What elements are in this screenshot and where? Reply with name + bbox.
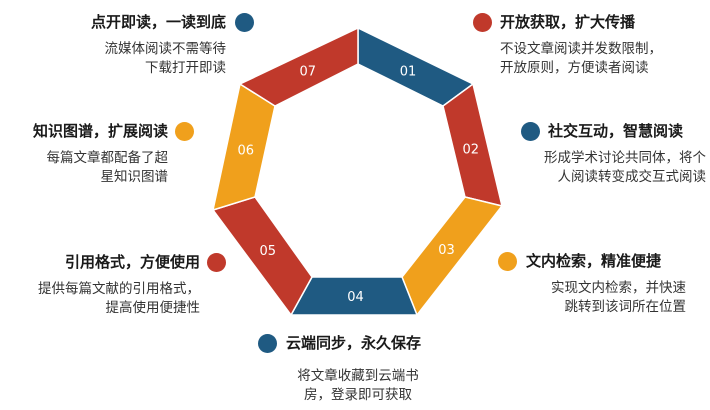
feature-dot-6: [207, 253, 226, 272]
feature-title: 社交互动，智慧阅读: [548, 122, 684, 140]
feature-text-search-desc: 实现文内检索，并快速 跳转到该词所在位置: [510, 279, 686, 317]
segment-number: 02: [462, 142, 479, 157]
feature-social-reading-desc: 形成学术讨论共同体，将个 人阅读转变成交互式阅读: [498, 149, 706, 187]
feature-title: 云端同步，永久保存: [286, 334, 422, 352]
segment-number: 04: [347, 290, 364, 305]
ring-segment-07: [238, 26, 359, 107]
feature-cloud-sync-desc: 将文章收藏到云端书 房，登录即可获取: [270, 367, 446, 405]
feature-cloud-sync: 云端同步，永久保存: [286, 333, 456, 353]
feature-dot-5: [258, 334, 277, 353]
feature-dot-7: [175, 122, 194, 141]
feature-title: 点开即读，一读到底: [90, 13, 226, 31]
segment-number: 05: [259, 244, 276, 259]
segment-number: 01: [400, 65, 417, 80]
feature-title: 知识图谱，扩展阅读: [32, 122, 168, 140]
feature-dot-3: [521, 122, 540, 141]
segment-number: 03: [438, 243, 455, 258]
feature-desc: 提供每篇文献的引用格式， 提高使用便捷性: [38, 281, 200, 316]
feature-dot-1: [235, 13, 254, 32]
feature-social-reading: 社交互动，智慧阅读: [548, 121, 706, 141]
feature-instant-read: 点开即读，一读到底 流媒体阅读不需等待 下载打开即读: [60, 12, 226, 78]
feature-desc: 不设文章阅读并发数限制， 开放原则，方便读者阅读: [500, 41, 662, 76]
feature-citation: 引用格式，方便使用 提供每篇文献的引用格式， 提高使用便捷性: [4, 252, 200, 318]
feature-desc: 形成学术讨论共同体，将个 人阅读转变成交互式阅读: [544, 150, 706, 185]
segment-number: 07: [299, 65, 316, 80]
feature-desc: 将文章收藏到云端书 房，登录即可获取: [297, 368, 419, 403]
feature-title: 开放获取，扩大传播: [500, 13, 636, 31]
feature-open-access: 开放获取，扩大传播 不设文章阅读并发数限制， 开放原则，方便读者阅读: [500, 12, 705, 78]
feature-knowledge-graph: 知识图谱，扩展阅读 每篇文章都配备了超 星知识图谱: [4, 121, 168, 187]
feature-title: 文内检索，精准便捷: [526, 252, 662, 270]
feature-dot-2: [473, 13, 492, 32]
feature-title: 引用格式，方便使用: [64, 253, 200, 271]
feature-desc: 流媒体阅读不需等待 下载打开即读: [104, 41, 227, 76]
feature-text-search: 文内检索，精准便捷: [526, 251, 704, 271]
feature-dot-4: [498, 252, 517, 271]
feature-desc: 每篇文章都配备了超 星知识图谱: [46, 150, 169, 185]
segment-number: 06: [237, 143, 254, 158]
feature-desc: 实现文内检索，并快速 跳转到该词所在位置: [551, 280, 686, 315]
